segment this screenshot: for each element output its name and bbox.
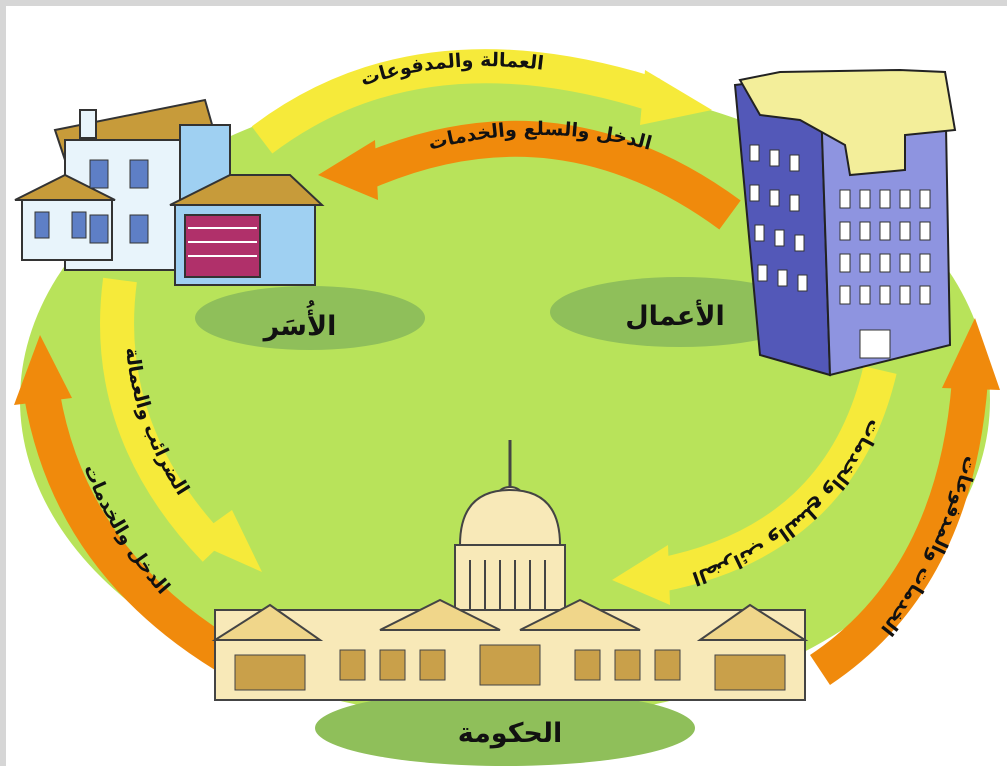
capitol-icon [211,440,809,701]
arrow-income-goods-services [318,120,741,230]
households-shadow [195,286,425,350]
arrow-taxes-labor [100,277,262,572]
arrow-services-payments [809,318,1000,685]
arrow-income-services [14,335,235,671]
government-label: الحكومة [458,718,563,749]
office-building-icon [733,68,957,377]
house-icon [14,98,325,286]
government-shadow [315,690,695,766]
arrow-taxes-goods-services [612,366,897,605]
business-shadow [550,277,810,347]
business-label: الأعمال [625,299,724,332]
arrow-labor-payments [251,49,712,154]
